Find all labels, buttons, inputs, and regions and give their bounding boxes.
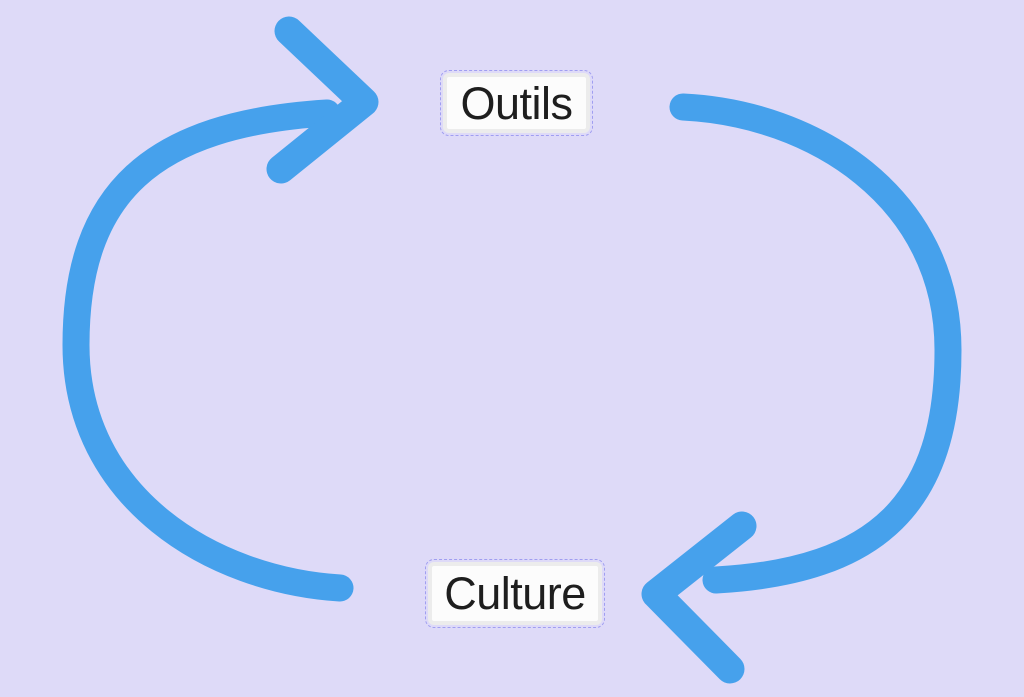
arrowhead-right-icon[interactable] bbox=[266, 16, 379, 184]
node-outils[interactable]: Outils bbox=[440, 70, 593, 136]
node-outils-label: Outils bbox=[460, 77, 573, 129]
arrow-curve[interactable] bbox=[669, 93, 962, 594]
node-culture[interactable]: Culture bbox=[425, 559, 605, 628]
arrow-curve[interactable] bbox=[62, 99, 354, 602]
arrowhead-left-icon[interactable] bbox=[641, 511, 757, 684]
arrow-culture-to-outils[interactable] bbox=[62, 16, 379, 602]
arrow-outils-to-culture[interactable] bbox=[641, 93, 962, 684]
node-culture-label: Culture bbox=[444, 568, 586, 619]
